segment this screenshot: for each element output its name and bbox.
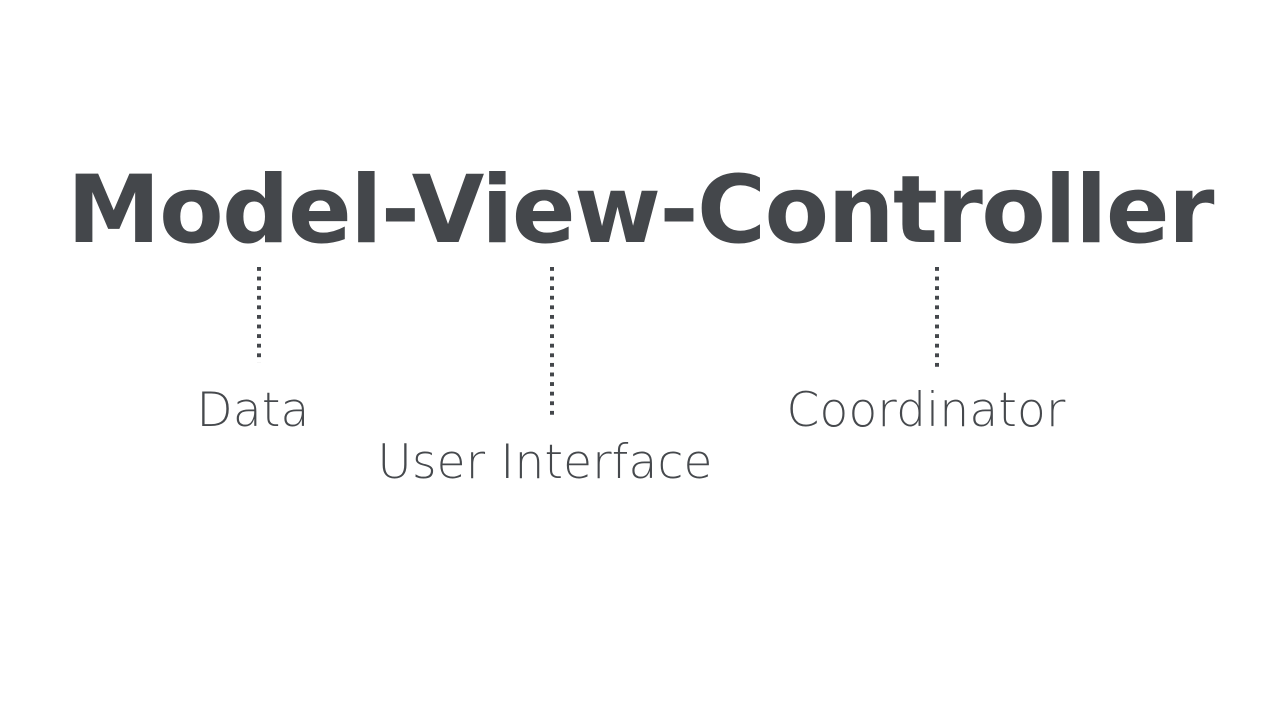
connector-line-controller: [935, 267, 939, 368]
annotation-label-view: User Interface: [377, 435, 713, 490]
annotation-label-controller: Coordinator: [786, 383, 1066, 438]
page-title: Model-View-Controller: [67, 156, 1214, 265]
connector-line-model: [257, 267, 261, 363]
connector-line-view: [550, 267, 554, 416]
annotation-label-model: Data: [196, 383, 310, 438]
